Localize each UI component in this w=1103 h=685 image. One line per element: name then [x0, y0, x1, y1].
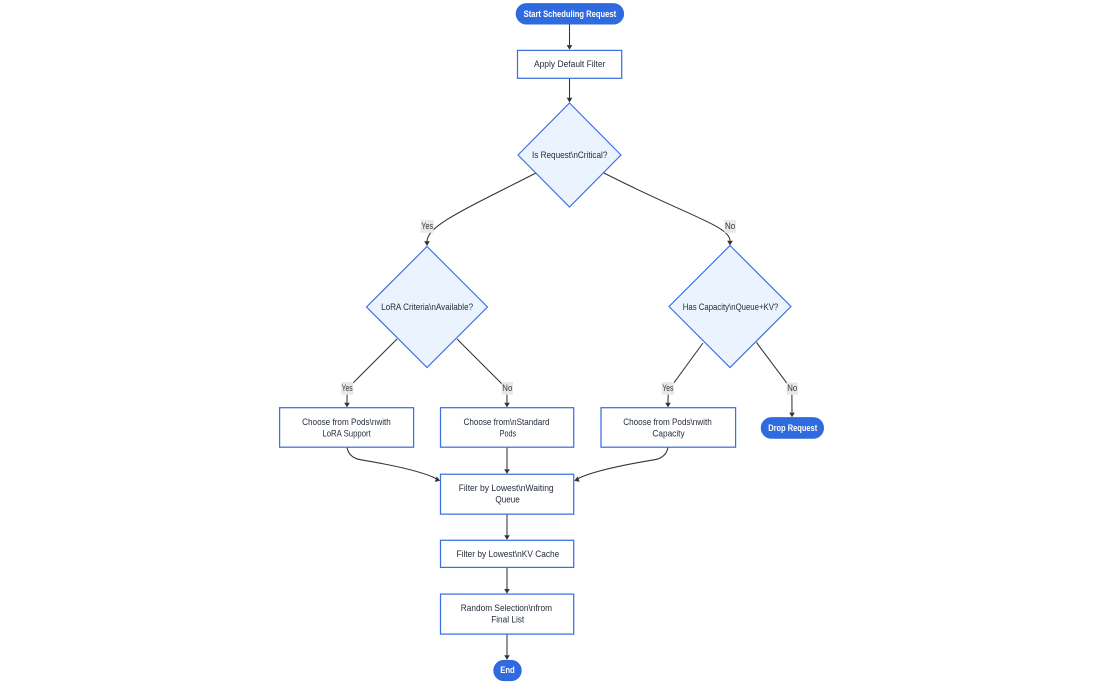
- svg-text:Choose from Pods\nwith: Choose from Pods\nwith: [623, 417, 712, 427]
- svg-text:Filter by Lowest\nKV Cache: Filter by Lowest\nKV Cache: [457, 549, 560, 559]
- svg-text:Filter by Lowest\nWaiting: Filter by Lowest\nWaiting: [459, 483, 554, 493]
- svg-text:Yes: Yes: [421, 221, 433, 231]
- svg-text:Pods: Pods: [500, 429, 517, 439]
- svg-text:Capacity: Capacity: [652, 429, 685, 439]
- svg-text:LoRA Criteria\nAvailable?: LoRA Criteria\nAvailable?: [381, 302, 473, 312]
- svg-text:Drop Request: Drop Request: [768, 423, 817, 433]
- svg-text:Yes: Yes: [662, 383, 673, 393]
- svg-text:Random Selection\nfrom: Random Selection\nfrom: [461, 603, 552, 613]
- svg-text:Yes: Yes: [342, 383, 353, 393]
- svg-text:End: End: [500, 665, 515, 675]
- svg-text:Start Scheduling Request: Start Scheduling Request: [524, 9, 617, 19]
- svg-text:Has Capacity\nQueue+KV?: Has Capacity\nQueue+KV?: [683, 302, 779, 312]
- svg-text:LoRA Support: LoRA Support: [322, 429, 371, 439]
- svg-text:No: No: [787, 383, 797, 393]
- svg-text:Queue: Queue: [495, 495, 520, 505]
- svg-text:Final List: Final List: [491, 615, 525, 625]
- svg-text:No: No: [725, 221, 735, 231]
- svg-text:Choose from\nStandard: Choose from\nStandard: [464, 417, 550, 427]
- svg-text:Apply Default Filter: Apply Default Filter: [534, 59, 606, 69]
- svg-text:No: No: [502, 383, 512, 393]
- svg-text:Is Request\nCritical?: Is Request\nCritical?: [532, 150, 608, 160]
- svg-text:Choose from Pods\nwith: Choose from Pods\nwith: [302, 417, 391, 427]
